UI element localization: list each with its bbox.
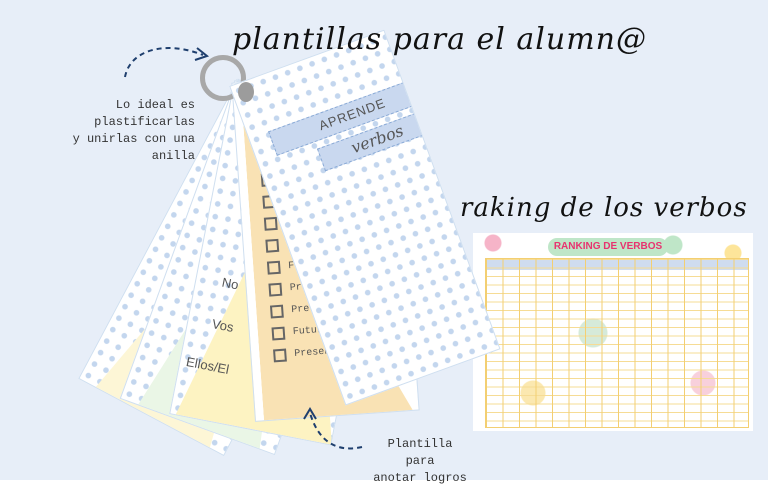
page-title: plantillas para el alumn@ — [232, 22, 647, 57]
checkbox-icon — [265, 238, 280, 253]
ranking-sheet: RANKING DE VERBOS — [473, 233, 753, 431]
note-line: Lo ideal es plastificarlas — [94, 98, 195, 129]
note-achievements: Plantilla para anotar logros — [370, 436, 470, 487]
dashed-arrow-icon — [124, 47, 210, 78]
ranking-heading: raking de los verbos — [460, 193, 748, 223]
ranking-grid — [485, 258, 749, 428]
pronoun-label: No — [220, 274, 240, 293]
note-line: Plantilla para — [387, 437, 453, 468]
checkbox-icon — [263, 216, 278, 231]
note-line: anotar logros — [373, 471, 467, 485]
punch-hole — [238, 82, 254, 102]
ranking-title: RANKING DE VERBOS — [548, 238, 668, 256]
checkbox-icon — [271, 326, 286, 341]
binder-ring-icon — [200, 55, 246, 101]
checkbox-icon — [269, 304, 284, 319]
note-laminate: Lo ideal es plastificarlas y unirlas con… — [25, 97, 195, 165]
checkbox-icon — [266, 260, 281, 275]
note-line: y unirlas con una anilla — [72, 132, 195, 163]
checkbox-icon — [273, 348, 287, 363]
checkbox-icon — [268, 282, 283, 297]
dashed-arrow-up-icon — [303, 407, 363, 450]
